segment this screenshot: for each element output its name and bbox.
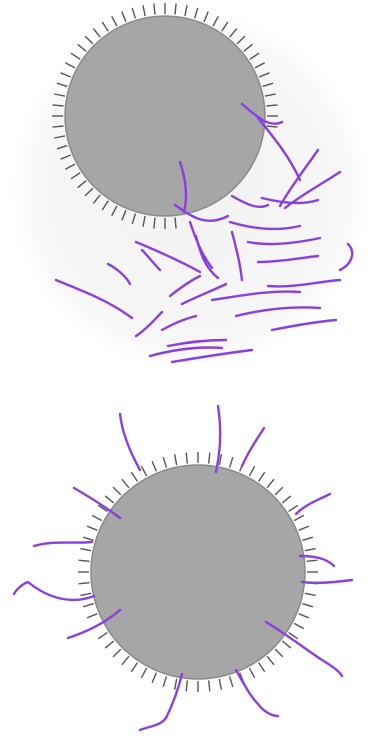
surface-tick <box>230 457 233 468</box>
surface-tick <box>267 479 274 488</box>
surface-tick <box>87 526 97 530</box>
surface-tick <box>175 454 177 465</box>
surface-tick <box>143 5 145 16</box>
surface-tick <box>163 457 166 468</box>
surface-tick <box>154 4 155 15</box>
bottom-particle <box>91 465 305 679</box>
surface-tick <box>305 593 316 595</box>
surface-tick <box>275 649 283 657</box>
surface-tick <box>80 593 91 595</box>
surface-tick <box>132 8 135 19</box>
surface-tick <box>282 641 291 648</box>
surface-tick <box>302 537 313 540</box>
surface-tick <box>259 472 265 481</box>
surface-tick <box>122 479 129 488</box>
surface-tick <box>152 461 156 471</box>
polymer-chain <box>266 622 342 676</box>
surface-tick <box>289 505 298 511</box>
surface-tick <box>79 560 90 561</box>
polymer-chain <box>236 670 278 716</box>
surface-tick <box>141 668 146 678</box>
surface-tick <box>112 16 117 26</box>
polymer-chain <box>296 494 330 514</box>
surface-tick <box>80 549 91 551</box>
surface-tick <box>122 656 129 665</box>
surface-tick <box>209 453 210 464</box>
surface-tick <box>209 681 210 692</box>
surface-tick <box>294 515 304 520</box>
surface-tick <box>131 663 137 672</box>
polymer-chain <box>14 582 94 600</box>
surface-tick <box>83 604 94 607</box>
surface-tick <box>230 676 233 687</box>
surface-tick <box>302 604 313 607</box>
surface-tick <box>79 583 90 584</box>
surface-tick <box>294 623 304 628</box>
polymer-chain <box>34 542 92 546</box>
surface-tick <box>141 466 146 476</box>
surface-tick <box>305 549 316 551</box>
surface-tick <box>299 526 309 530</box>
polymer-chain <box>120 414 140 470</box>
surface-tick <box>275 487 283 495</box>
surface-tick <box>307 560 318 561</box>
surface-tick <box>282 496 291 503</box>
surface-tick <box>92 515 102 520</box>
surface-tick <box>102 22 108 31</box>
surface-tick <box>163 676 166 687</box>
surface-tick <box>93 29 100 38</box>
surface-tick <box>122 12 126 22</box>
bottom-panel <box>14 406 352 730</box>
surface-tick <box>98 633 107 639</box>
surface-tick <box>219 679 221 690</box>
surface-tick <box>105 641 114 648</box>
surface-tick <box>113 649 121 657</box>
top-particle <box>65 16 265 216</box>
surface-tick <box>131 472 137 481</box>
surface-tick <box>259 663 265 672</box>
surface-tick <box>105 496 114 503</box>
surface-tick <box>186 453 187 464</box>
top-panel <box>10 3 370 370</box>
surface-tick <box>83 537 94 540</box>
polymer-chain <box>302 580 352 583</box>
surface-tick <box>87 614 97 618</box>
surface-tick <box>113 487 121 495</box>
surface-tick <box>152 673 156 683</box>
surface-tick <box>299 614 309 618</box>
surface-tick <box>186 681 187 692</box>
polymer-chain <box>242 428 264 466</box>
surface-tick <box>175 679 177 690</box>
surface-tick <box>267 656 274 665</box>
surface-tick <box>249 668 254 678</box>
surface-tick <box>249 466 254 476</box>
